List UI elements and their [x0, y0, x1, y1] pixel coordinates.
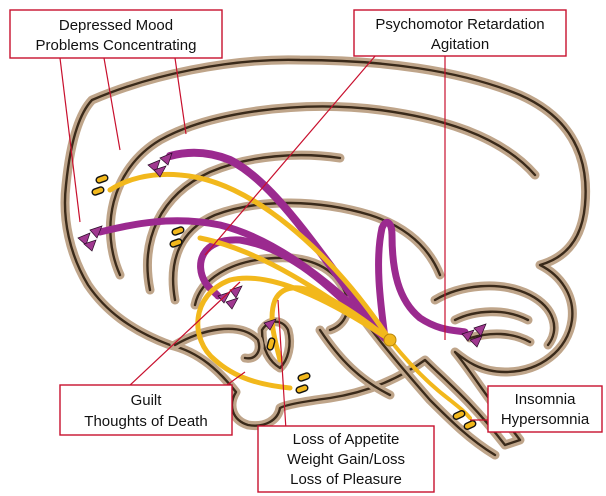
- label-insomnia: Insomnia Hypersomnia: [488, 386, 602, 432]
- label-appetite-line2: Weight Gain/Loss: [287, 451, 405, 468]
- label-psychomotor: Psychomotor Retardation Agitation: [354, 10, 566, 56]
- label-guilt-line2: Thoughts of Death: [84, 413, 207, 430]
- label-appetite-line3: Loss of Pleasure: [290, 471, 402, 488]
- label-psychomotor-line2: Agitation: [431, 36, 489, 53]
- label-guilt: Guilt Thoughts of Death: [60, 385, 232, 435]
- label-appetite-line1: Loss of Appetite: [293, 431, 400, 448]
- label-guilt-line1: Guilt: [131, 392, 163, 409]
- purple-pathways: [100, 153, 465, 338]
- label-loss-of-appetite: Loss of Appetite Weight Gain/Loss Loss o…: [258, 426, 434, 492]
- label-psychomotor-line1: Psychomotor Retardation: [375, 16, 544, 33]
- label-depressed-mood-line2: Problems Concentrating: [36, 37, 197, 54]
- label-depressed-mood-line1: Depressed Mood: [59, 17, 173, 34]
- label-insomnia-line2: Hypersomnia: [501, 411, 590, 428]
- label-insomnia-line1: Insomnia: [515, 391, 577, 408]
- label-depressed-mood: Depressed Mood Problems Concentrating: [10, 10, 222, 58]
